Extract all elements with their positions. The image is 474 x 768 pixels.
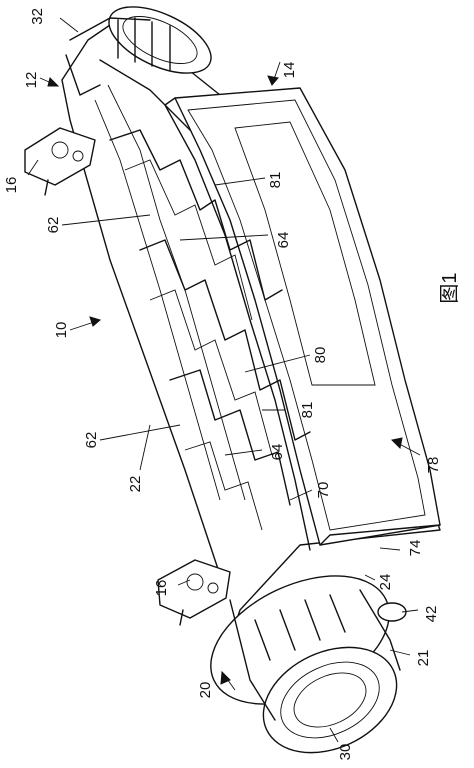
lower-end-cap bbox=[210, 575, 407, 754]
auger-ribs bbox=[109, 129, 311, 531]
label-12: 12 bbox=[23, 72, 40, 89]
label-42: 42 bbox=[423, 606, 440, 623]
label-14: 14 bbox=[281, 62, 298, 79]
label-80: 80 bbox=[312, 347, 329, 364]
label-64-top: 64 bbox=[275, 232, 292, 249]
label-81-top: 81 bbox=[267, 172, 284, 189]
label-16-bottom: 16 bbox=[153, 580, 170, 597]
label-20: 20 bbox=[197, 682, 214, 699]
label-10: 10 bbox=[53, 322, 70, 339]
label-70: 70 bbox=[315, 482, 332, 499]
label-24: 24 bbox=[377, 574, 394, 591]
label-32: 32 bbox=[29, 8, 46, 25]
label-64-bottom: 64 bbox=[269, 444, 286, 461]
label-16-top: 16 bbox=[3, 177, 20, 194]
bracket-top bbox=[24, 127, 96, 196]
reference-numerals: 32 12 14 16 81 62 64 10 80 图1 81 62 64 7… bbox=[3, 8, 461, 760]
label-62-bottom: 62 bbox=[83, 432, 100, 449]
bracket-bottom bbox=[157, 559, 231, 626]
label-21: 21 bbox=[415, 650, 432, 667]
label-78: 78 bbox=[425, 457, 442, 474]
label-30: 30 bbox=[337, 744, 354, 761]
label-81-bottom: 81 bbox=[299, 402, 316, 419]
figure-caption: 图1 bbox=[439, 272, 461, 303]
label-22: 22 bbox=[127, 476, 144, 493]
label-74: 74 bbox=[407, 540, 424, 557]
leader-lines bbox=[27, 17, 421, 743]
hopper-box bbox=[164, 87, 441, 551]
label-62-top: 62 bbox=[45, 217, 62, 234]
